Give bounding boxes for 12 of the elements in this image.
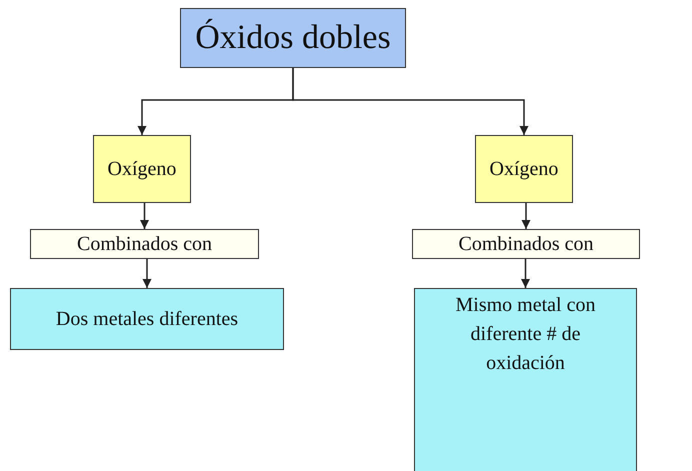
arrow: [142, 259, 152, 288]
title-box: Óxidos dobles: [180, 8, 406, 68]
result-box: Mismo metal con diferente # de oxidación: [414, 288, 637, 471]
arrow: [140, 203, 149, 229]
arrow: [522, 203, 530, 229]
concept-box: Oxígeno: [475, 135, 573, 203]
concept-box: Oxígeno: [93, 135, 191, 203]
result-box: Dos metales diferentes: [10, 288, 284, 350]
arrow: [292, 68, 528, 135]
arrow: [521, 259, 530, 288]
connector-phrase-box: Combinados con: [30, 229, 259, 259]
connector-phrase-box: Combinados con: [412, 229, 640, 259]
